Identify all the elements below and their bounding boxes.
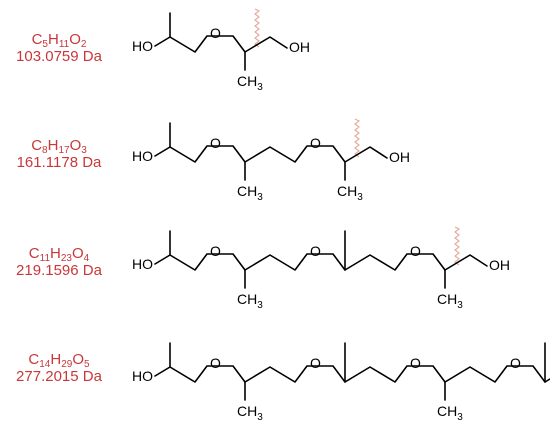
methyl-group: CH3 xyxy=(437,291,463,311)
fragment-label-2: C8H17O3 161.1178 Da xyxy=(0,137,118,172)
fragment-mass-4: 277.2015 Da xyxy=(16,368,102,385)
methyl-group: CH3 xyxy=(237,73,263,93)
ether-oxygen: O xyxy=(310,355,321,371)
hydroxyl-left: HO xyxy=(132,38,153,54)
ether-oxygen: O xyxy=(210,25,221,41)
fragment-formula-1: C5H11O2 xyxy=(31,31,87,50)
cleavage-mark xyxy=(254,8,261,48)
ether-oxygen: O xyxy=(210,355,221,371)
fragment-label-4: C14H29O5 277.2015 Da xyxy=(0,351,118,386)
ether-oxygen: O xyxy=(410,243,421,259)
ether-oxygen: O xyxy=(210,243,221,259)
hydroxyl-left: HO xyxy=(132,368,153,384)
hydroxyl-right: OH xyxy=(489,257,510,273)
ether-oxygen: O xyxy=(310,135,321,151)
fragment-mass-3: 219.1596 Da xyxy=(16,262,102,279)
hydroxyl-left: HO xyxy=(132,148,153,164)
fragment-mass-1: 103.0759 Da xyxy=(16,48,102,65)
hydroxyl-right: OH xyxy=(389,149,410,165)
methyl-group: CH3 xyxy=(237,183,263,203)
ether-oxygen: O xyxy=(510,355,521,371)
backbone xyxy=(154,365,550,383)
backbone xyxy=(154,35,288,53)
backbone xyxy=(154,145,388,163)
fragment-formula-4: C14H29O5 xyxy=(28,351,90,370)
backbone xyxy=(154,253,488,271)
methyl-group: CH3 xyxy=(337,183,363,203)
methyl-group: CH3 xyxy=(237,403,263,423)
cleavage-mark xyxy=(454,226,461,266)
cleavage-mark xyxy=(354,118,361,158)
methyl-group: CH3 xyxy=(437,403,463,423)
fragment-mass-2: 161.1178 Da xyxy=(16,154,102,171)
ether-oxygen: O xyxy=(410,355,421,371)
hydroxyl-left: HO xyxy=(132,256,153,272)
hydroxyl-right: OH xyxy=(289,39,310,55)
ether-oxygen: O xyxy=(310,243,321,259)
ether-oxygen: O xyxy=(210,135,221,151)
methyl-group: CH3 xyxy=(237,291,263,311)
fragment-label-3: C11H23O4 219.1596 Da xyxy=(0,245,118,280)
fragment-formula-3: C11H23O4 xyxy=(28,245,90,264)
fragment-label-1: C5H11O2 103.0759 Da xyxy=(0,31,118,66)
fragment-formula-2: C8H17O3 xyxy=(31,137,87,156)
